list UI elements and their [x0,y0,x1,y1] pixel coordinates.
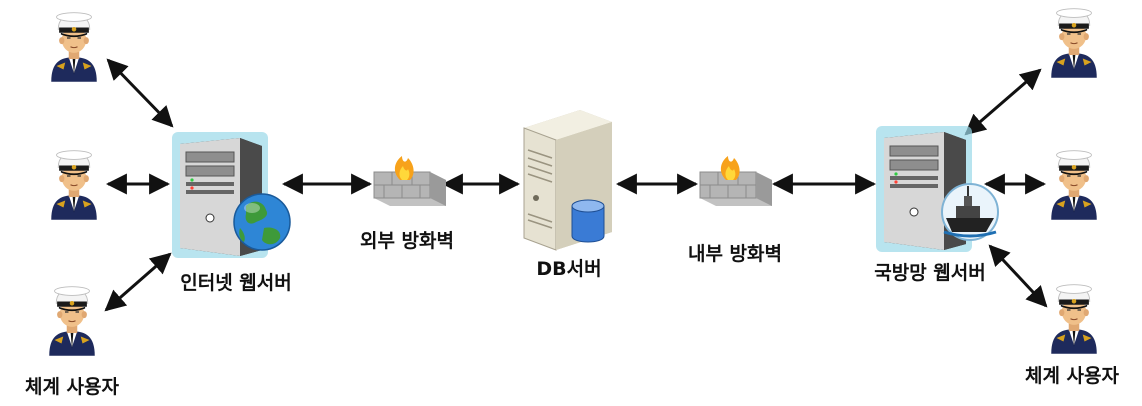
firewall-icon [699,155,773,207]
arrow-defense-user6 [988,244,1048,308]
defense-web-server [875,125,999,253]
globe-icon [233,193,291,251]
user-icon [1050,283,1098,354]
db-server [523,110,612,251]
user-icon [48,285,96,356]
internal-firewall-label: 내부 방화벽 [688,243,782,265]
arrow-user1-web [106,58,174,128]
connection-arrows [104,58,1048,312]
user-icon [1050,7,1098,78]
db-server-label: DB서버 [536,258,601,280]
user-icon [50,149,98,220]
defense-web-server-label: 국방망 웹서버 [874,262,986,284]
system-users-label-right: 체계 사용자 [1025,365,1120,387]
firewall-icon [373,155,447,207]
user-icon [1050,149,1098,220]
arrow-user3-web [104,252,172,312]
system-users-label-left: 체계 사용자 [25,376,120,398]
user-icon [50,11,98,82]
external-firewall-label: 외부 방화벽 [360,230,454,252]
arrow-defense-user4 [964,68,1042,136]
ship-icon [941,183,999,241]
internet-web-server-label: 인터넷 웹서버 [180,272,292,294]
database-icon [571,199,605,243]
internet-web-server [171,131,291,259]
